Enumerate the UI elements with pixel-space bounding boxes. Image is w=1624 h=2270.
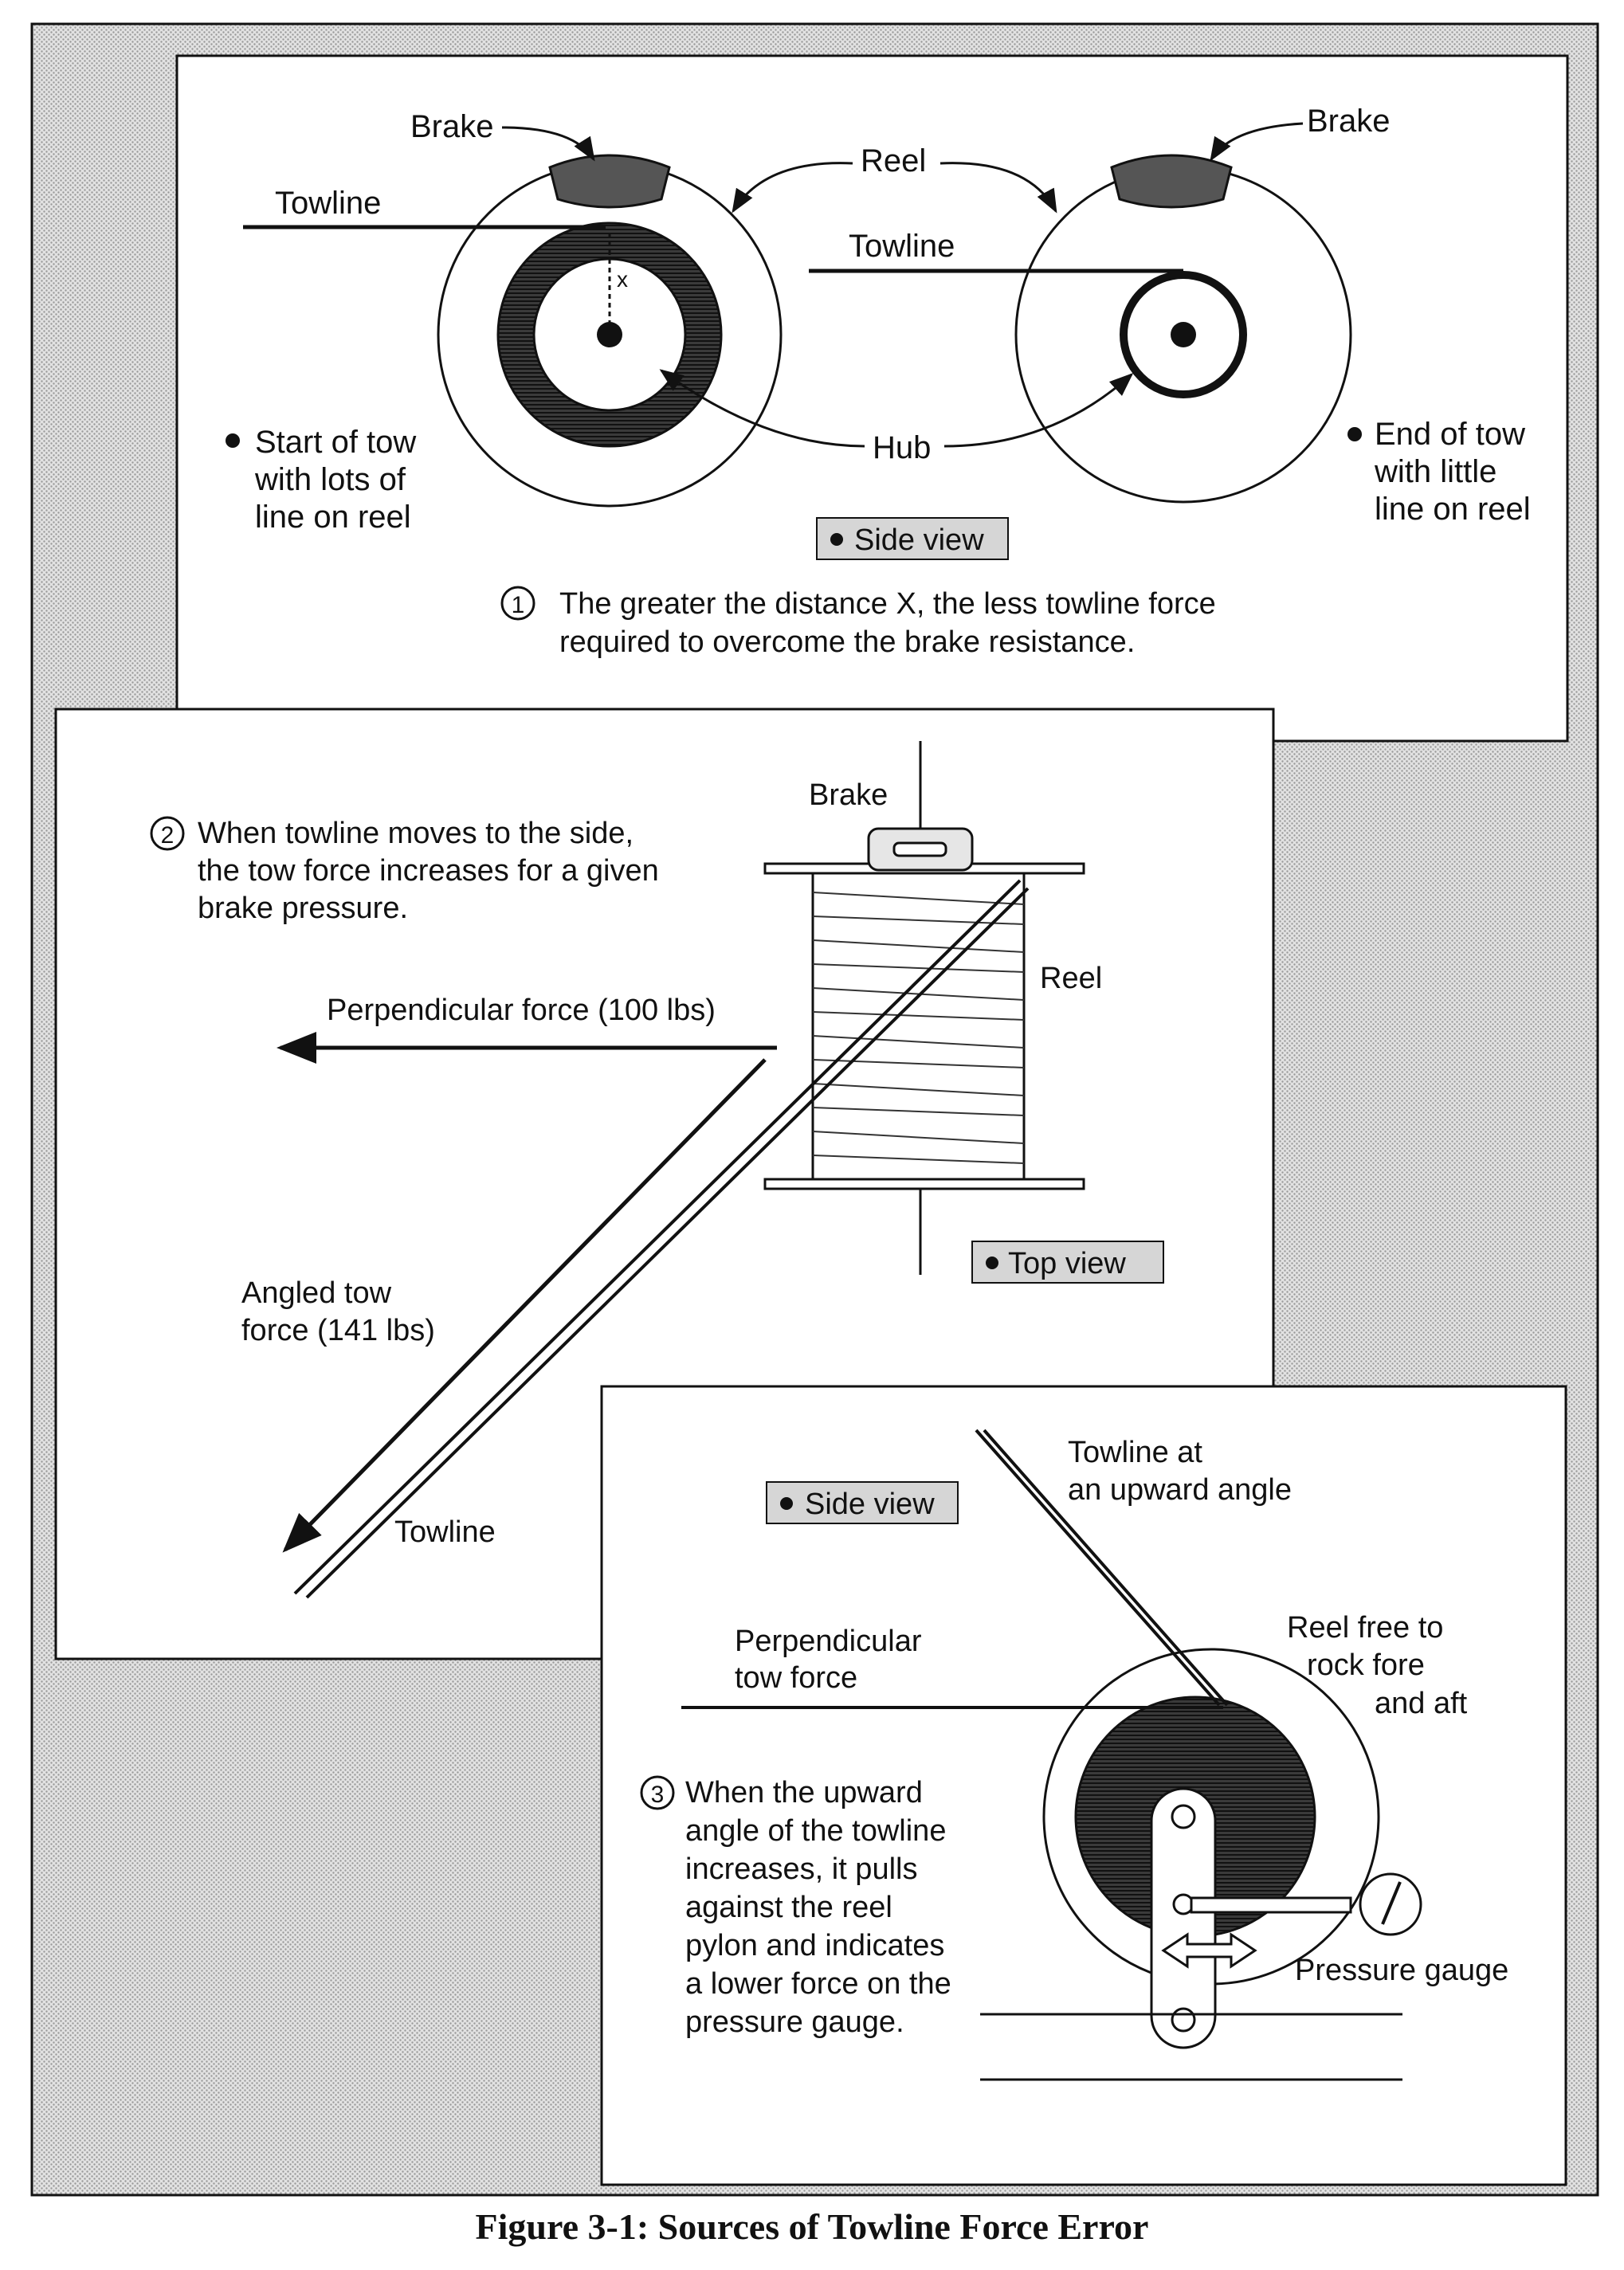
reel-free-line-1: Reel free to — [1287, 1611, 1443, 1645]
left-brake-label: Brake — [410, 109, 494, 144]
angled-force-arrow — [282, 1058, 767, 1553]
perp-tow-line-1: Perpendicular — [735, 1625, 922, 1658]
note-2-number: 2 — [161, 822, 175, 849]
pylon-pivot-top — [1171, 1804, 1196, 1829]
hub-leader-left — [659, 369, 865, 448]
top-view-badge-text: Top view — [1008, 1247, 1126, 1280]
end-line-1: End of tow — [1375, 417, 1525, 452]
towline-upward-line-1: Towline at — [1068, 1436, 1202, 1469]
reel-label-2: Reel — [1040, 962, 1102, 995]
spool-bottom-flange — [763, 1178, 1085, 1190]
left-brake-shape — [548, 154, 671, 209]
note-3-number: 3 — [651, 1782, 665, 1808]
hub-label: Hub — [873, 430, 931, 465]
pylon-pivot-bottom — [1171, 2007, 1196, 2033]
angled-force-line-1: Angled tow — [241, 1276, 392, 1310]
end-line-3: line on reel — [1375, 492, 1531, 527]
side-view-badge-3 — [766, 1481, 959, 1524]
side-view-badge-1 — [816, 517, 1009, 560]
note-1-circle — [500, 586, 535, 621]
perpendicular-force-label: Perpendicular force (100 lbs) — [327, 994, 716, 1027]
upward-towline-b — [983, 1429, 1229, 1707]
reel-pylon — [1150, 1787, 1217, 2049]
note-2-line-2: the tow force increases for a given — [198, 854, 659, 888]
pressure-gauge-needle — [1381, 1881, 1402, 1925]
note-3-line-5: pylon and indicates — [685, 1929, 944, 1962]
spool-body — [811, 872, 1026, 1181]
note-3-line-6: a lower force on the — [685, 1967, 951, 2001]
left-brake-leader — [501, 126, 595, 162]
end-line-2: with little — [1374, 454, 1497, 489]
pylon-pivot-mid — [1172, 1893, 1194, 1915]
towline-label-2: Towline — [394, 1515, 496, 1549]
start-line-3: line on reel — [255, 500, 411, 535]
right-brake-label: Brake — [1307, 104, 1391, 139]
upward-towline-a — [975, 1429, 1221, 1707]
figure-caption: Figure 3-1: Sources of Towline Force Err… — [475, 2206, 1149, 2247]
pressure-gauge-label: Pressure gauge — [1295, 1954, 1508, 1987]
left-towline-label: Towline — [275, 186, 381, 221]
perp-tow-line-2: tow force — [735, 1661, 857, 1695]
right-brake-leader — [1210, 122, 1304, 162]
left-hub-dot — [597, 322, 622, 347]
start-bullet — [226, 433, 240, 448]
hub-leader-right — [943, 372, 1134, 448]
fore-aft-double-arrow — [1161, 1932, 1257, 1969]
spool-brake-inner — [892, 841, 947, 857]
panel-1-frame — [175, 54, 1569, 743]
note-3-line-2: angle of the towline — [685, 1814, 946, 1848]
towline-diagonal-a — [293, 879, 1022, 1595]
note-3-line-1: When the upward — [685, 1776, 923, 1809]
towline-diagonal-b — [305, 887, 1030, 1599]
note-3-line-7: pressure gauge. — [685, 2005, 904, 2039]
note-2-line-1: When towline moves to the side, — [198, 817, 634, 850]
note-3-line-3: increases, it pulls — [685, 1852, 917, 1886]
reel-label: Reel — [861, 143, 926, 178]
side-view-badge-3-text: Side view — [805, 1488, 935, 1521]
side-view-badge-1-bullet — [830, 533, 843, 546]
end-bullet — [1347, 427, 1362, 441]
right-brake-shape — [1110, 154, 1233, 209]
note-1-number: 1 — [512, 592, 525, 618]
note-3-line-4: against the reel — [685, 1891, 892, 1924]
reel-leader-left — [732, 162, 853, 214]
panel-3: Side view Towline at an upward angle Ree… — [600, 1385, 1567, 2186]
distance-x-label: x — [617, 267, 628, 292]
brake-label-2: Brake — [809, 778, 888, 812]
note-2-circle — [150, 816, 185, 851]
note-1-line-1: The greater the distance X, the less tow… — [559, 587, 1216, 621]
panel-1: x Brake Brake Reel Towline Towline Hub S… — [175, 54, 1569, 743]
start-line-1: Start of tow — [255, 425, 416, 460]
reel-leader-right — [939, 162, 1057, 214]
start-line-2: with lots of — [254, 462, 406, 497]
reel-free-line-3: and aft — [1375, 1687, 1468, 1720]
note-3-circle — [640, 1775, 675, 1810]
top-view-badge-bullet — [986, 1257, 998, 1269]
note-2-line-3: brake pressure. — [198, 892, 408, 925]
gauge-arm — [1190, 1896, 1352, 1914]
reel-free-line-2: rock fore — [1307, 1649, 1425, 1682]
side-view-badge-3-bullet — [780, 1497, 793, 1510]
right-reel-coil — [1120, 271, 1247, 398]
note-1-line-2: required to overcome the brake resistanc… — [559, 625, 1135, 659]
side-view-badge-1-text: Side view — [854, 523, 984, 557]
towline-upward-line-2: an upward angle — [1068, 1473, 1292, 1507]
right-hub-dot — [1171, 322, 1196, 347]
angled-force-line-2: force (141 lbs) — [241, 1314, 435, 1347]
top-view-badge — [971, 1241, 1164, 1284]
right-towline-label: Towline — [849, 229, 955, 264]
